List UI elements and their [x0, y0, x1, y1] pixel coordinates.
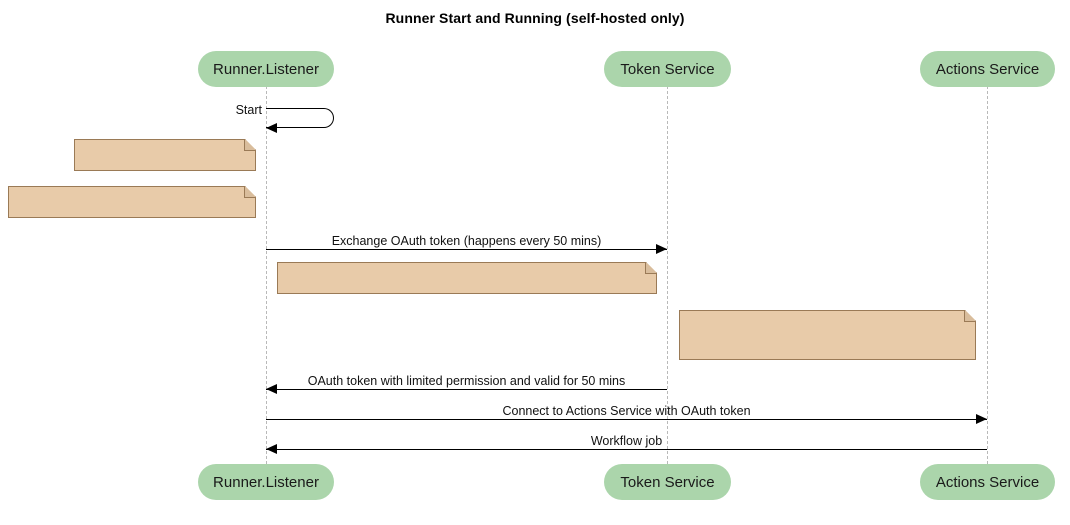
lifeline-runner: [266, 86, 267, 464]
note-verify-jwt-signature: Find corresponding RSA public key, use C…: [679, 310, 976, 360]
lifeline-token: [667, 86, 668, 464]
note-text: Load token registration from .credential…: [18, 242, 242, 256]
message-line-workflow-job: [266, 449, 987, 450]
note-load-token-registration: Load token registration from .credential…: [8, 186, 256, 218]
message-line-oauth-token-return: [266, 389, 667, 390]
participant-label: Runner.Listener: [213, 60, 319, 78]
message-arrowhead-workflow-job: [266, 444, 277, 454]
note-text: Construct JWT token, use Client Id signe…: [287, 318, 630, 332]
participant-actions-service-top[interactable]: Actions Service: [920, 51, 1055, 87]
participant-label: Actions Service: [935, 473, 1040, 491]
message-arrowhead-connect-to-actions-service: [976, 414, 987, 424]
participant-runner-listener-top[interactable]: Runner.Listener: [198, 51, 334, 87]
message-arrowhead-oauth-token-return: [266, 384, 277, 394]
self-message-start-arrowhead: [266, 123, 277, 133]
message-line-exchange-oauth-token: [266, 249, 667, 250]
message-line-connect-to-actions-service: [266, 419, 987, 420]
participant-token-service-top[interactable]: Token Service: [604, 51, 731, 87]
participant-runner-listener-bottom[interactable]: Runner.Listener: [198, 464, 334, 500]
message-label-exchange-oauth-token: Exchange OAuth token (happens every 50 m…: [331, 234, 602, 248]
diagram-title: Runner Start and Running (self-hosted on…: [385, 10, 685, 26]
participant-token-service-bottom[interactable]: Token Service: [604, 464, 731, 500]
note-load-config-info: Load config info from .runner: [74, 139, 256, 171]
participant-label: Actions Service: [935, 60, 1040, 78]
note-fold-icon: [244, 187, 255, 198]
message-label-oauth-token-return: OAuth token with limited permission and …: [307, 374, 626, 388]
self-message-start-loop: [266, 108, 334, 128]
note-construct-jwt-token: Construct JWT token, use Client Id signe…: [277, 262, 657, 294]
message-arrowhead-exchange-oauth-token: [656, 244, 667, 254]
participant-label: Token Service: [620, 60, 715, 78]
participant-actions-service-bottom[interactable]: Actions Service: [920, 464, 1055, 500]
note-text-line-1: Find corresponding RSA public key, use C…: [689, 366, 960, 380]
note-fold-icon: [964, 311, 975, 322]
self-message-label-start: Start: [235, 103, 262, 117]
participant-label: Token Service: [620, 473, 715, 491]
message-label-connect-to-actions-service: Connect to Actions Service with OAuth to…: [502, 404, 751, 418]
lifeline-actions: [987, 86, 988, 464]
note-fold-icon: [244, 140, 255, 151]
note-fold-icon: [645, 263, 656, 274]
participant-label: Runner.Listener: [213, 473, 319, 491]
message-label-workflow-job: Workflow job: [590, 434, 663, 448]
